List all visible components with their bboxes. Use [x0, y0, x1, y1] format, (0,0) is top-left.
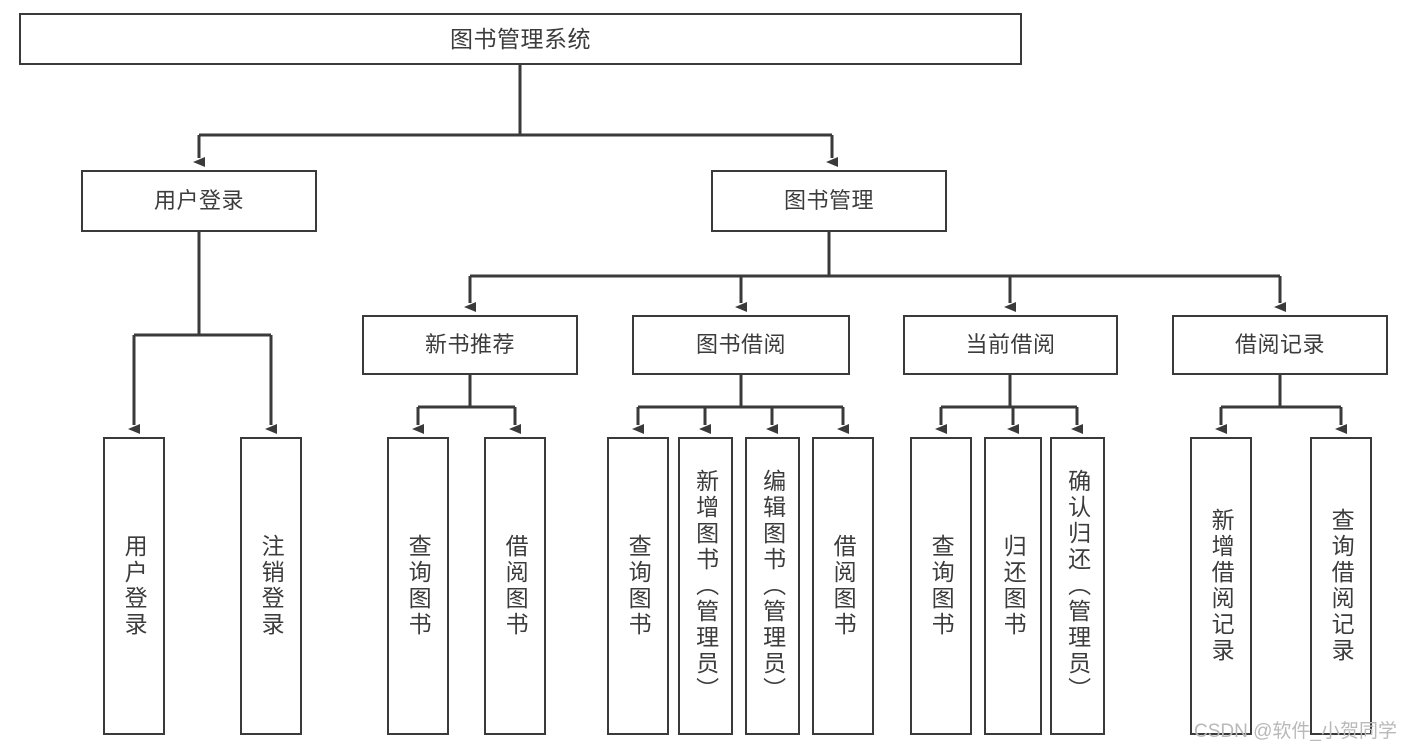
node-label: 当前借阅: [965, 332, 1056, 358]
node-label: 图书借阅: [695, 332, 786, 358]
node-label: 借阅图书: [502, 534, 529, 638]
node-borrow-record[interactable]: 借阅记录: [1172, 315, 1388, 375]
node-label: 查询借阅记录: [1328, 508, 1355, 664]
node-label: 注销登录: [258, 534, 285, 638]
node-label: 新书推荐: [424, 332, 515, 358]
node-label: 查询图书: [625, 534, 652, 638]
node-new-book-recommend[interactable]: 新书推荐: [362, 315, 578, 375]
node-book-borrow[interactable]: 图书借阅: [632, 315, 850, 375]
node-label: 用户登录: [121, 534, 148, 638]
leaf-logout[interactable]: 注销登录: [240, 437, 302, 735]
leaf-return-book[interactable]: 归还图书: [984, 437, 1042, 735]
node-label: 编辑图书（管理员）: [759, 469, 786, 703]
leaf-user-login[interactable]: 用户登录: [103, 437, 165, 735]
leaf-confirm-return[interactable]: 确认归还（管理员）: [1050, 437, 1105, 735]
node-label: 归还图书: [1000, 534, 1027, 638]
node-label: 查询图书: [405, 534, 432, 638]
leaf-query-book-2[interactable]: 查询图书: [607, 437, 669, 735]
node-label: 借阅图书: [830, 534, 857, 638]
leaf-borrow-book-1[interactable]: 借阅图书: [484, 437, 546, 735]
leaf-query-record[interactable]: 查询借阅记录: [1310, 437, 1372, 735]
node-current-borrow[interactable]: 当前借阅: [903, 315, 1118, 375]
leaf-query-book-1[interactable]: 查询图书: [387, 437, 449, 735]
node-label: 用户登录: [153, 188, 244, 214]
node-book-manage[interactable]: 图书管理: [711, 170, 947, 232]
leaf-query-book-3[interactable]: 查询图书: [910, 437, 972, 735]
watermark-text: CSDN @软件_小贺同学: [1194, 721, 1397, 742]
node-label: 新增借阅记录: [1208, 508, 1235, 664]
node-label: 图书管理系统: [450, 25, 591, 52]
node-root-system[interactable]: 图书管理系统: [19, 13, 1022, 65]
node-label: 借阅记录: [1234, 332, 1325, 358]
leaf-borrow-book-2[interactable]: 借阅图书: [812, 437, 874, 735]
leaf-add-record[interactable]: 新增借阅记录: [1190, 437, 1252, 735]
node-label: 确认归还（管理员）: [1064, 469, 1091, 703]
leaf-add-book[interactable]: 新增图书（管理员）: [678, 437, 733, 735]
node-label: 新增图书（管理员）: [692, 469, 719, 703]
node-user-login[interactable]: 用户登录: [81, 170, 317, 232]
node-label: 图书管理: [783, 188, 874, 214]
node-label: 查询图书: [928, 534, 955, 638]
leaf-edit-book[interactable]: 编辑图书（管理员）: [745, 437, 800, 735]
